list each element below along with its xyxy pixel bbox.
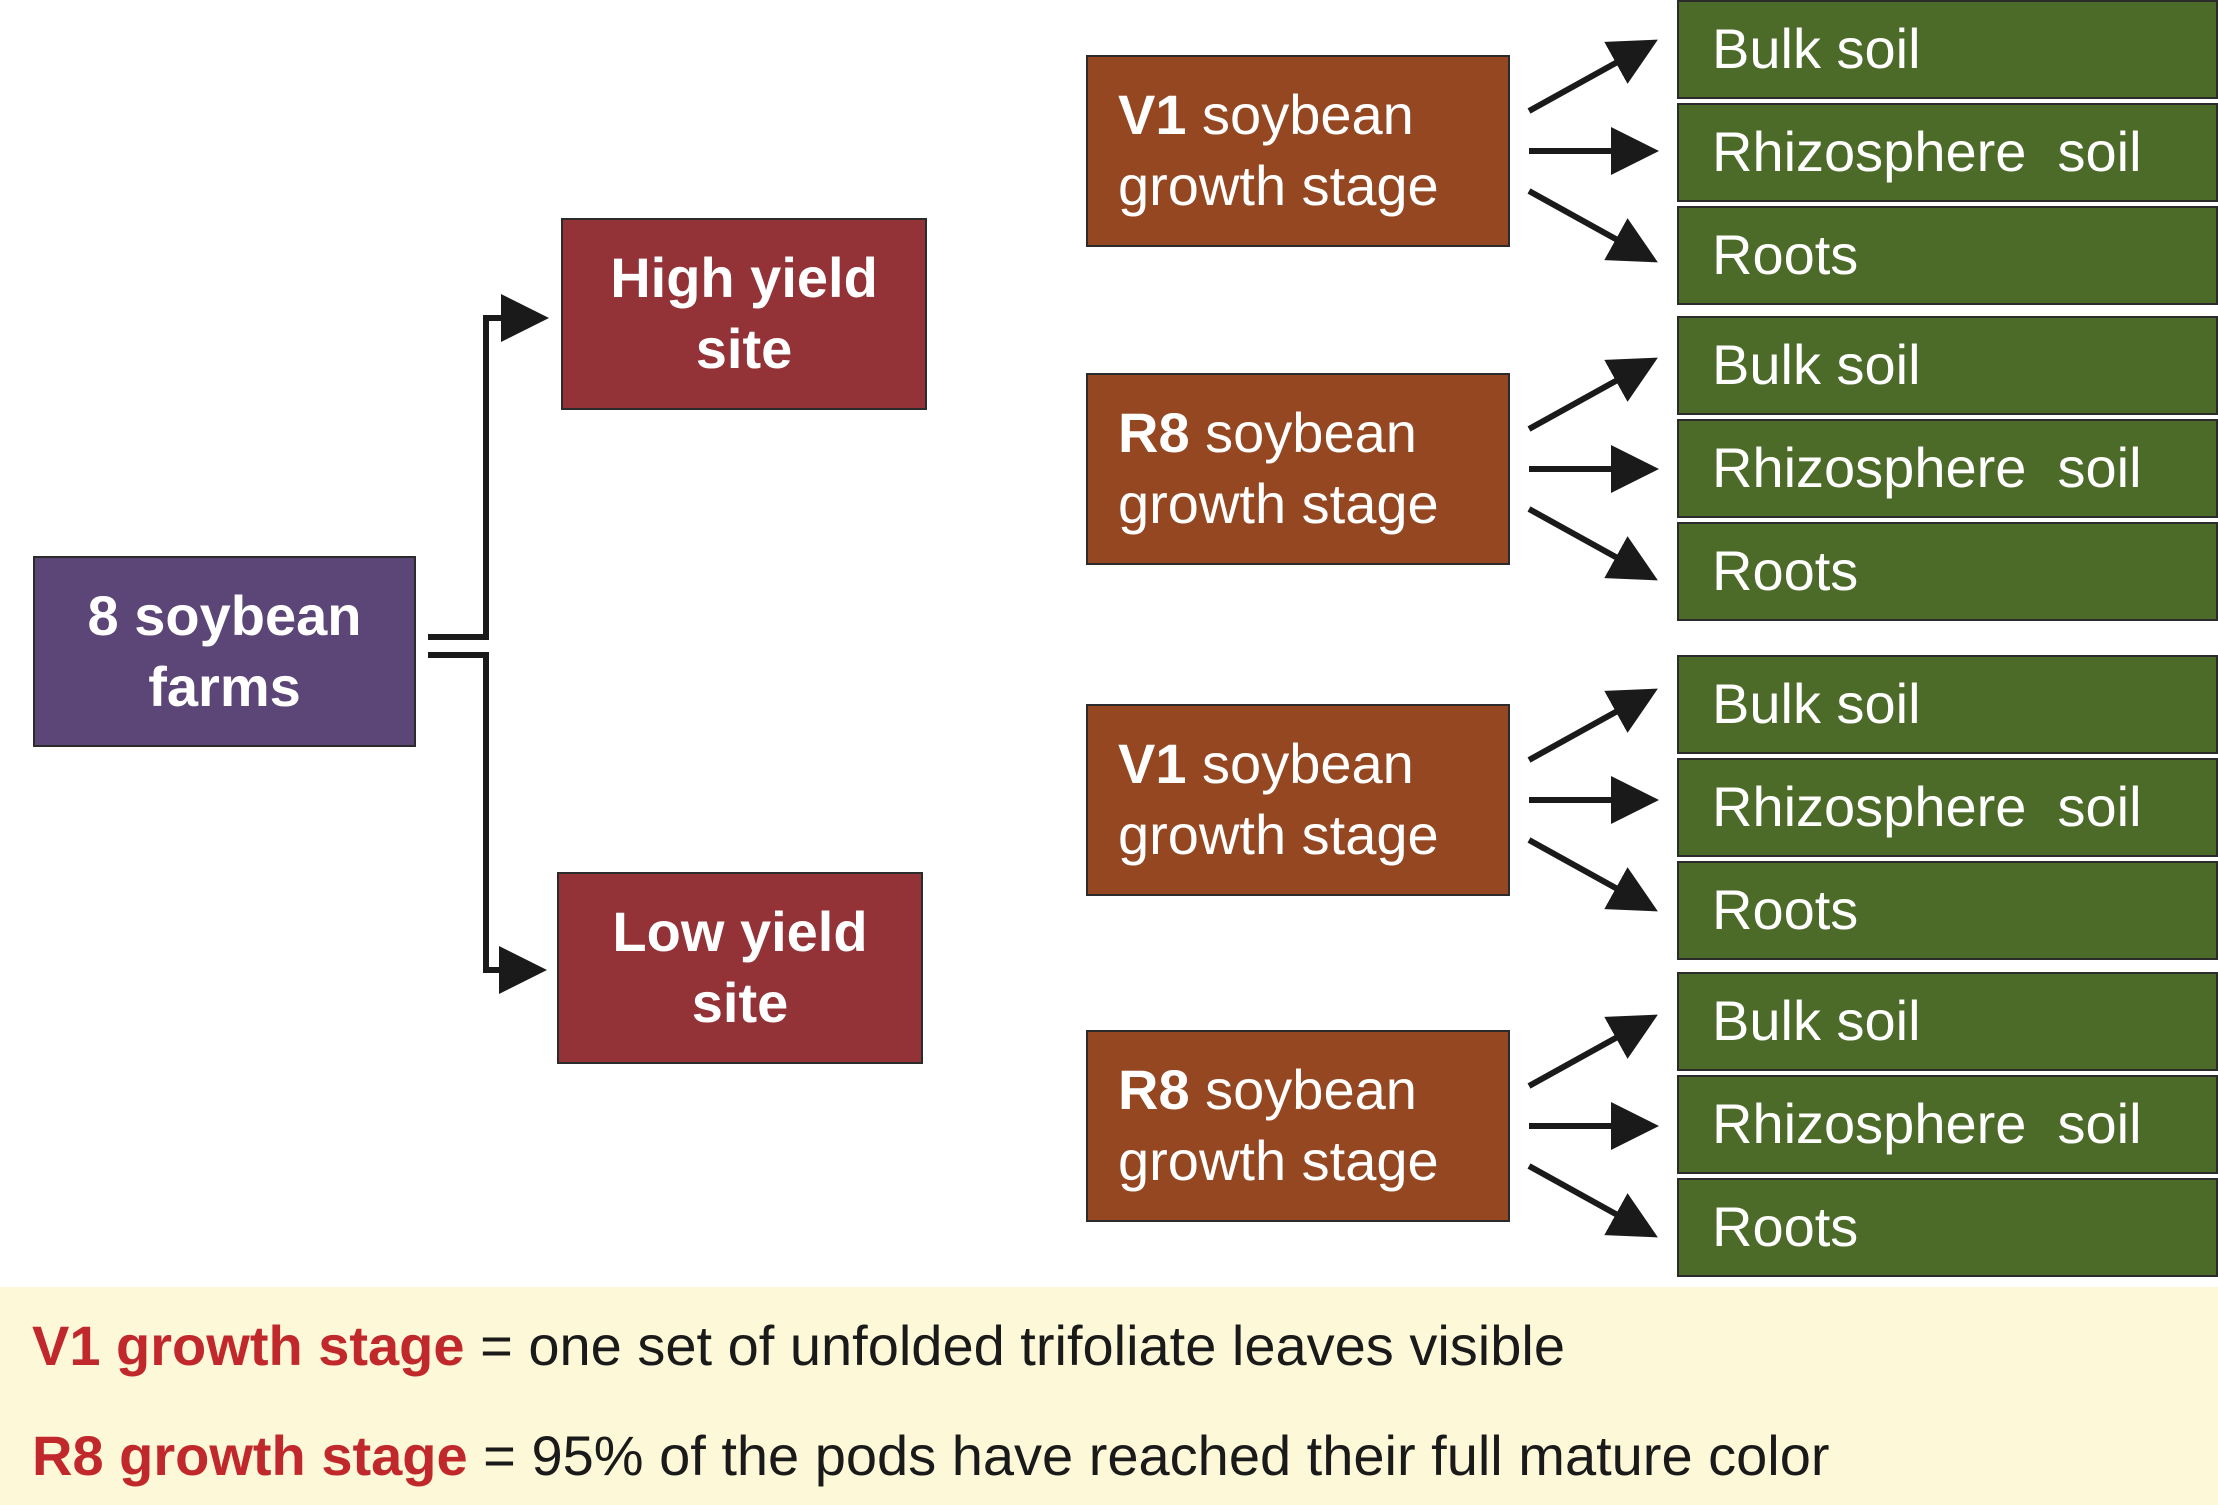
stage-1-arrow-to-bulk-soil	[1527, 39, 1658, 114]
low-yield-site-node: Low yield site	[557, 872, 923, 1064]
sample-rhizosphere-soil: Rhizosphere soil	[1677, 758, 2218, 857]
branch-to-low-yield-arrow	[428, 652, 547, 994]
sample-roots: Roots	[1677, 861, 2218, 960]
legend-r8-definition: R8 growth stage = 95% of the pods have r…	[32, 1423, 1830, 1488]
root-node-line2: farms	[148, 654, 301, 718]
connector-lines	[428, 39, 1659, 1238]
stage-node-v1-high-yield: V1 soybean growth stage	[1086, 55, 1510, 247]
sample-bulk-soil: Bulk soil	[1677, 655, 2218, 754]
stage-code: V1	[1118, 732, 1187, 796]
sample-roots: Roots	[1677, 522, 2218, 621]
high-yield-site-line2: site	[695, 317, 793, 380]
low-yield-site-line1: Low yield	[612, 900, 868, 964]
stage-line2: growth stage	[1118, 472, 1439, 535]
root-node-soybean-farms: 8 soybean farms	[33, 556, 416, 747]
high-yield-site-node: High yield site	[561, 218, 927, 410]
sample-rhizosphere-soil: Rhizosphere soil	[1677, 103, 2218, 202]
stage-2-arrow-to-bulk-soil	[1527, 357, 1658, 432]
stage-3-arrow-to-bulk-soil	[1527, 688, 1658, 763]
stage-4-arrow-to-roots	[1527, 1163, 1658, 1238]
legend-v1-term: V1 growth stage	[32, 1314, 465, 1377]
sample-rhizosphere-soil: Rhizosphere soil	[1677, 419, 2218, 518]
legend-v1-definition: V1 growth stage = one set of unfolded tr…	[32, 1313, 1565, 1378]
sample-bulk-soil: Bulk soil	[1677, 316, 2218, 415]
stage-node-r8-low-yield: R8 soybean growth stage	[1086, 1030, 1510, 1222]
stage-code: R8	[1118, 401, 1190, 465]
stage-line2: growth stage	[1118, 803, 1439, 866]
stage-word: soybean	[1189, 1058, 1417, 1122]
stage-3-arrow-to-roots	[1527, 837, 1658, 912]
stage-code: V1	[1118, 83, 1187, 147]
sample-bulk-soil: Bulk soil	[1677, 972, 2218, 1071]
stage-line2: growth stage	[1118, 1129, 1439, 1192]
sample-roots: Roots	[1677, 206, 2218, 305]
stage-1-arrow-to-roots	[1527, 188, 1658, 263]
sample-rhizosphere-soil: Rhizosphere soil	[1677, 1075, 2218, 1174]
legend-panel: V1 growth stage = one set of unfolded tr…	[0, 1287, 2218, 1505]
legend-r8-text: = 95% of the pods have reached their ful…	[467, 1424, 1830, 1487]
high-yield-site-line1: High yield	[610, 246, 878, 310]
stage-word: soybean	[1186, 83, 1414, 147]
stage-code: R8	[1118, 1058, 1190, 1122]
branch-to-high-yield-arrow	[428, 294, 549, 640]
stage-4-arrow-to-bulk-soil	[1527, 1014, 1658, 1089]
stage-node-r8-high-yield: R8 soybean growth stage	[1086, 373, 1510, 565]
sample-roots: Roots	[1677, 1178, 2218, 1277]
stage-word: soybean	[1189, 401, 1417, 465]
root-node-line1: 8 soybean	[87, 583, 362, 647]
stage-2-arrow-to-roots	[1527, 506, 1658, 581]
legend-v1-text: = one set of unfolded trifoliate leaves …	[464, 1314, 1565, 1377]
low-yield-site-line2: site	[691, 971, 789, 1034]
stage-word: soybean	[1186, 732, 1414, 796]
stage-node-v1-low-yield: V1 soybean growth stage	[1086, 704, 1510, 896]
legend-r8-term: R8 growth stage	[32, 1424, 468, 1487]
stage-line2: growth stage	[1118, 154, 1439, 217]
sample-bulk-soil: Bulk soil	[1677, 0, 2218, 99]
